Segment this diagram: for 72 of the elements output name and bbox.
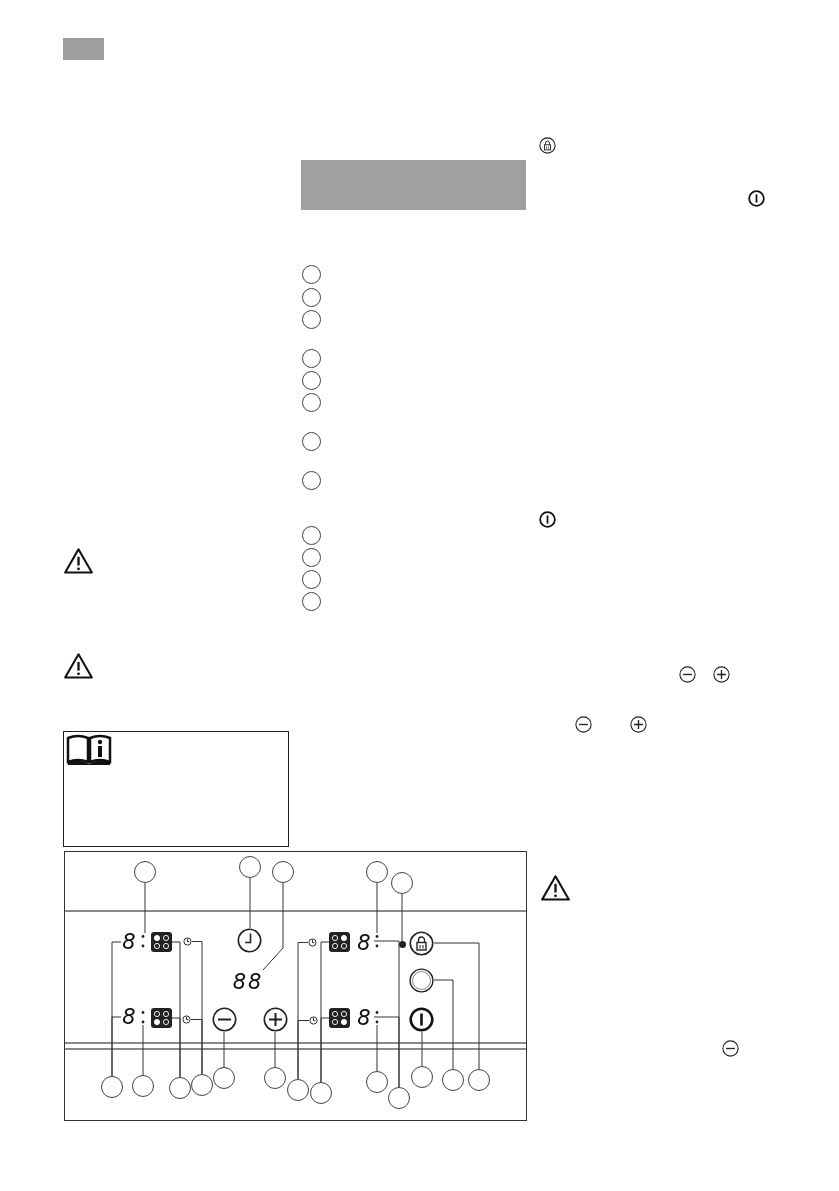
leader-line bbox=[376, 1024, 378, 1072]
leader-line bbox=[142, 1024, 144, 1076]
indicator-dots bbox=[374, 933, 380, 949]
digit-display: 88 bbox=[229, 970, 267, 994]
cooking-zone-icon bbox=[329, 932, 350, 952]
callout-circle bbox=[301, 470, 321, 490]
timer-indicator-icon bbox=[308, 938, 317, 947]
callout-circle bbox=[213, 1067, 235, 1089]
plus-button bbox=[263, 1007, 288, 1032]
callout-circle bbox=[468, 1069, 490, 1091]
callout-circle bbox=[239, 856, 261, 878]
callout-circle bbox=[134, 861, 156, 883]
indicator-dots bbox=[140, 933, 146, 949]
callout-circle bbox=[301, 591, 321, 611]
indicator-dots bbox=[374, 1009, 380, 1025]
callout-circle bbox=[169, 1077, 191, 1099]
callout-circle bbox=[301, 264, 321, 284]
callout-circle bbox=[191, 1074, 213, 1096]
cooking-zone-icon bbox=[151, 1008, 172, 1028]
leader-line bbox=[111, 1016, 122, 1077]
callout-circle bbox=[301, 431, 321, 451]
leader-line bbox=[421, 1031, 423, 1067]
callout-circle bbox=[301, 348, 321, 368]
timer-indicator-icon bbox=[309, 1016, 318, 1025]
indicator-light bbox=[399, 941, 406, 948]
callout-circle bbox=[132, 1075, 154, 1097]
leader-line bbox=[190, 1019, 203, 1075]
leader-line bbox=[433, 979, 454, 1070]
leader-line bbox=[223, 1031, 225, 1068]
round-button bbox=[409, 968, 434, 993]
leader-line bbox=[401, 893, 403, 942]
digit-display: 8 bbox=[121, 1006, 139, 1028]
callout-circle bbox=[366, 1071, 388, 1093]
callout-circle bbox=[301, 569, 321, 589]
leader-line bbox=[144, 882, 146, 934]
cooking-zone-icon bbox=[329, 1008, 350, 1028]
callout-circle bbox=[366, 861, 388, 883]
callout-circle bbox=[272, 861, 294, 883]
digit-display: 8 bbox=[356, 932, 374, 954]
leader-line bbox=[249, 877, 251, 929]
leader-line bbox=[376, 882, 378, 934]
timer-indicator-icon bbox=[183, 937, 192, 946]
callout-circle bbox=[301, 370, 321, 390]
callout-circle bbox=[301, 287, 321, 307]
callout-circle bbox=[442, 1069, 464, 1091]
digit-display: 8 bbox=[356, 1007, 374, 1029]
leader-line bbox=[171, 1017, 181, 1078]
leader-line bbox=[433, 942, 480, 1070]
indicator-dots bbox=[140, 1009, 146, 1025]
cooking-zone-icon bbox=[151, 932, 172, 952]
timer-indicator-icon bbox=[182, 1015, 191, 1024]
minus-button bbox=[212, 1007, 237, 1032]
callout-circle bbox=[310, 1082, 332, 1104]
leader-line bbox=[274, 1031, 276, 1068]
leader-line bbox=[262, 882, 284, 971]
leader-line bbox=[320, 1017, 330, 1083]
leader-line bbox=[297, 1020, 310, 1080]
timer-button bbox=[237, 928, 262, 953]
callout-circle bbox=[301, 309, 321, 329]
callout-circle bbox=[301, 392, 321, 412]
lock-button bbox=[409, 931, 434, 956]
digit-display: 8 bbox=[121, 931, 139, 953]
callout-circle bbox=[264, 1067, 286, 1089]
callout-circle bbox=[301, 547, 321, 567]
leader-line bbox=[373, 1016, 400, 1088]
callout-circle bbox=[388, 1087, 410, 1109]
callout-circle bbox=[101, 1076, 123, 1098]
callout-circle bbox=[411, 1066, 433, 1088]
callout-circle bbox=[287, 1079, 309, 1101]
callout-circle bbox=[301, 525, 321, 545]
power-button bbox=[409, 1007, 434, 1032]
callout-circle bbox=[391, 872, 413, 894]
